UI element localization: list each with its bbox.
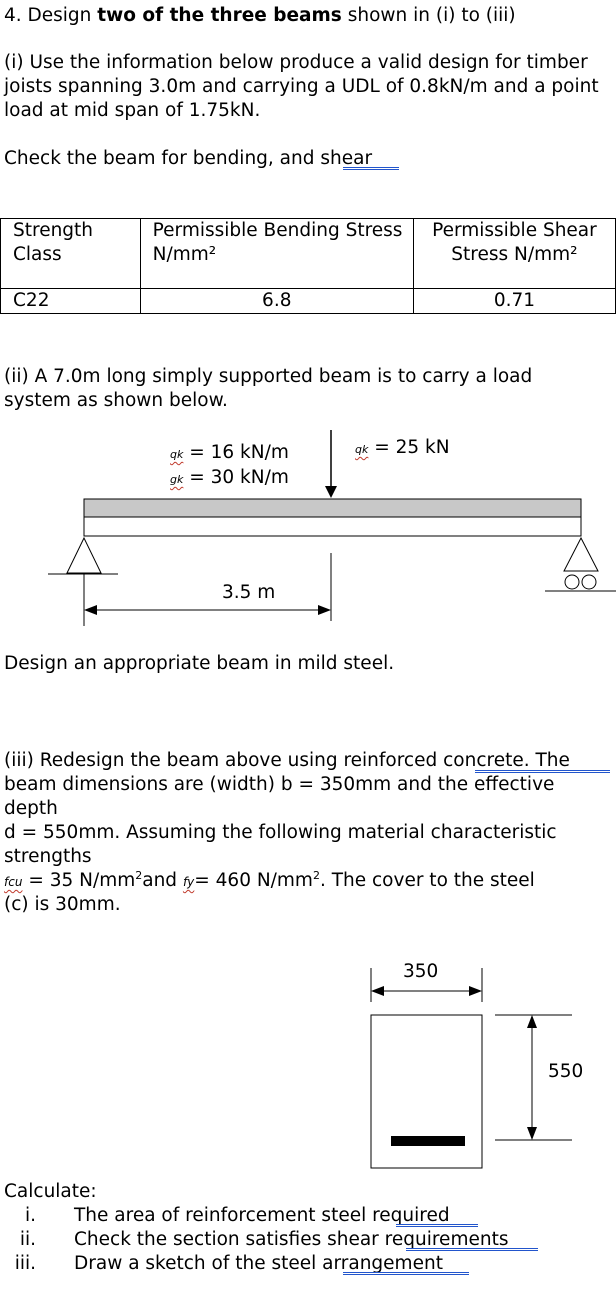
- table-cell: 6.8: [139, 288, 414, 314]
- fcu-value: = 35 N/mm: [22, 870, 136, 891]
- beam: [83, 498, 582, 518]
- qk-udl-value: = 16 kN/m: [189, 442, 289, 463]
- list-text: The area of reinforcement steel required: [74, 1205, 450, 1226]
- width-arrowhead: [469, 986, 482, 996]
- strength-table: Strength Class Permissible Bending Stres…: [0, 218, 616, 314]
- fy-value: = 460 N/mm: [194, 870, 313, 891]
- heading-suffix: shown in (i) to (iii): [341, 5, 516, 26]
- list-text: Check the section satisfies shear requir…: [74, 1229, 509, 1250]
- udl-gk-label: gk = 30 kN/m: [170, 466, 289, 492]
- depth-arrowhead: [527, 1015, 537, 1028]
- gk-udl-value: = 30 kN/m: [189, 467, 289, 488]
- table-cell: C22: [0, 288, 141, 314]
- pin-support: [66, 536, 102, 574]
- point-load-value: = 25 kN: [374, 437, 450, 458]
- fy-tail: . The cover to the steel: [319, 870, 535, 891]
- list-number: iii.: [14, 1253, 36, 1274]
- list-text: Draw a sketch of the steel arrangement: [74, 1253, 443, 1274]
- part-ii-design: Design an appropriate beam in mild steel…: [4, 653, 395, 674]
- part-iii-line: d = 550mm. Assuming the following materi…: [4, 822, 557, 843]
- beam-diagram: [48, 430, 616, 626]
- fcu-symbol: fcu: [4, 875, 23, 889]
- table-header: Permissible Shear Stress N/mm²: [412, 218, 616, 289]
- requirements-underline: [406, 1248, 538, 1251]
- width-label: 350: [403, 961, 439, 982]
- part-iii-line: (c) is 30mm.: [4, 894, 121, 915]
- cross-section-diagram: [370, 968, 572, 1169]
- heading-prefix: 4. Design: [4, 5, 98, 26]
- roller-support: [563, 536, 599, 572]
- point-load-label: qk = 25 kN: [355, 436, 450, 462]
- fcu-and: and: [142, 870, 183, 891]
- dimension-arrowhead: [318, 605, 331, 615]
- part-i-text: (i) Use the information below produce a …: [4, 52, 599, 121]
- calculate-title: Calculate:: [4, 1181, 97, 1202]
- depth-arrowhead: [527, 1127, 537, 1140]
- fy-symbol: fy: [182, 875, 195, 889]
- part-iii-line: beam dimensions are (width) b = 350mm an…: [4, 774, 555, 795]
- check-underline: [343, 167, 399, 170]
- span-dimension-label: 3.5 m: [222, 582, 276, 603]
- table-header: Permissible Bending Stress N/mm²: [139, 218, 414, 289]
- qk-symbol: qk: [170, 448, 184, 461]
- width-arrowhead: [371, 986, 384, 996]
- required-underline: [396, 1224, 478, 1227]
- udl-qk-label: qk = 16 kN/m: [170, 441, 289, 467]
- beam-underside: [83, 516, 582, 537]
- qk-symbol-point: qk: [355, 443, 369, 456]
- roller-wheel: [564, 574, 580, 590]
- arrangement-underline: [343, 1272, 469, 1275]
- list-number: ii.: [19, 1229, 36, 1250]
- reinforcement-bar: [391, 1136, 465, 1146]
- depth-label: 550: [548, 1061, 584, 1082]
- question-heading: 4. Design two of the three beams shown i…: [4, 4, 516, 28]
- part-iii-line: (iii) Redesign the beam above using rein…: [4, 750, 570, 771]
- table-header: Strength Class: [0, 218, 141, 289]
- concrete-underline: [475, 770, 610, 773]
- point-load-arrowhead: [325, 486, 337, 498]
- gk-symbol: gk: [170, 473, 184, 486]
- part-iii-line: depth: [4, 798, 58, 819]
- material-strengths: fcu = 35 N/mm2and fy= 460 N/mm2. The cov…: [4, 868, 535, 891]
- part-iii-line: strengths: [4, 846, 92, 867]
- part-i-check: Check the beam for bending, and shear: [4, 148, 373, 169]
- heading-bold: two of the three beams: [97, 5, 342, 26]
- list-number: i.: [24, 1205, 36, 1226]
- part-ii-text: (ii) A 7.0m long simply supported beam i…: [4, 366, 533, 411]
- roller-wheel: [581, 574, 597, 590]
- dimension-arrowhead: [84, 605, 97, 615]
- table-cell: 0.71: [412, 288, 616, 314]
